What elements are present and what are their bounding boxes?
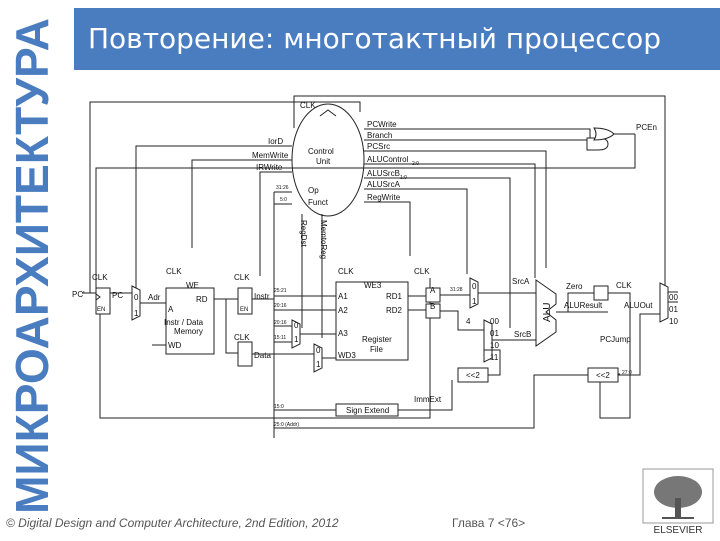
- clk-control: CLK: [300, 101, 316, 110]
- iord-mux-1: 1: [134, 309, 139, 318]
- four-label: 4: [466, 317, 471, 326]
- clk-pc: CLK: [92, 273, 108, 282]
- funct-label: Funct: [308, 198, 329, 207]
- footer-credit: © Digital Design and Computer Architectu…: [6, 516, 339, 530]
- tree-logo: ELSEVIER: [642, 468, 714, 536]
- pcjump-label: PCJump: [600, 335, 631, 344]
- regfile-wd3: WD3: [338, 351, 356, 360]
- clk-instr: CLK: [234, 273, 250, 282]
- regfile-a3: A3: [338, 329, 348, 338]
- rs-bits: 25:21: [274, 288, 287, 294]
- slide-title: Повторение: многотактный процессор: [74, 8, 720, 70]
- srca-label: SrcA: [512, 277, 530, 286]
- memory-rd: RD: [196, 295, 208, 304]
- logo-text: ELSEVIER: [654, 525, 703, 536]
- data-label: Data: [254, 351, 271, 360]
- irwrite-label: IRWrite: [256, 163, 283, 172]
- op-label: Op: [308, 186, 319, 195]
- instr-label: Instr: [254, 292, 270, 301]
- branch-label: Branch: [367, 131, 392, 140]
- alusrca-label: ALUSrcA: [367, 180, 401, 189]
- alusrca-mux-0: 0: [472, 282, 477, 291]
- imm-bits: 15:0: [274, 404, 284, 410]
- pcsrc-in-01: 01: [669, 305, 678, 314]
- regfile-we3: WE3: [364, 281, 382, 290]
- control-unit-name2: Unit: [316, 157, 331, 166]
- rd-bits: 15:11: [274, 335, 286, 341]
- memtoreg-mux-1: 1: [316, 360, 321, 369]
- alusrcb-label: ALUSrcB: [367, 169, 400, 178]
- memory-a: A: [168, 305, 174, 314]
- regdst-mux-0: 0: [294, 321, 299, 330]
- pcjump-bits: 27:0: [622, 370, 632, 376]
- pcsrc-in-10: 10: [669, 317, 678, 326]
- clk-regfile: CLK: [338, 267, 354, 276]
- regdst-mux-1: 1: [294, 335, 299, 344]
- aluout-label: ALUOut: [624, 301, 653, 310]
- pcen-label: PCEn: [636, 123, 657, 132]
- regfile-name2: File: [370, 345, 383, 354]
- iord-mux-0: 0: [134, 293, 139, 302]
- pc-next-label: PC': [72, 290, 85, 299]
- regfile-name1: Register: [362, 335, 392, 344]
- alu-label: ALU: [542, 303, 553, 322]
- regfile-rd2: RD2: [386, 306, 403, 315]
- memory-name2: Memory: [174, 327, 203, 336]
- memtoreg-label: MemtoReg: [319, 220, 328, 259]
- srca-bits: 31:28: [450, 287, 463, 293]
- clk-ab: CLK: [414, 267, 430, 276]
- srcb-in-00: 00: [490, 317, 499, 326]
- side-title-text: МИКРОАРХИТЕКТУРА: [6, 18, 58, 514]
- srcb-label: SrcB: [514, 330, 531, 339]
- memwrite-label: MemWrite: [252, 151, 289, 160]
- memory-name1: Instr / Data: [164, 318, 204, 327]
- aluresult-label: ALUResult: [564, 301, 603, 310]
- clk-memory: CLK: [166, 267, 182, 276]
- footer: © Digital Design and Computer Architectu…: [0, 508, 720, 540]
- pc-label: PC: [112, 291, 123, 300]
- footer-chapter: Глава 7 <76>: [452, 516, 526, 530]
- multicycle-processor-diagram: CLK Control Unit Op Funct PCWrite Branch…: [60, 88, 692, 448]
- srcb-in-11: 11: [490, 353, 499, 362]
- regfile-a1: A1: [338, 292, 348, 301]
- memtoreg-mux-0: 0: [316, 346, 321, 355]
- rt-bits: 20:16: [274, 303, 287, 309]
- regfile-a2: A2: [338, 306, 348, 315]
- op-bits: 31:26: [276, 185, 289, 191]
- iord-label: IorD: [268, 137, 283, 146]
- pcsrc-label: PCSrc: [367, 142, 390, 151]
- adr-label: Adr: [148, 293, 161, 302]
- en-pc: EN: [97, 307, 105, 313]
- memory-wd: WD: [168, 341, 182, 350]
- zero-flag-label: Zero: [566, 282, 583, 291]
- alusrca-mux-1: 1: [472, 297, 477, 306]
- memory-we: WE: [186, 281, 199, 290]
- regwrite-label: RegWrite: [367, 193, 401, 202]
- clk-aluout: CLK: [616, 281, 632, 290]
- clk-data: CLK: [234, 333, 250, 342]
- srcb-in-01: 01: [490, 329, 499, 338]
- srcb-in-10: 10: [490, 341, 499, 350]
- en-instr: EN: [240, 307, 248, 313]
- shift-immext: <<2: [466, 371, 480, 380]
- immext-label: ImmExt: [414, 395, 442, 404]
- sign-extend-label: Sign Extend: [346, 406, 389, 415]
- funct-bits: 5:0: [280, 197, 287, 203]
- alucontrol-label: ALUControl: [367, 155, 409, 164]
- reg-a-label: A: [430, 286, 436, 295]
- regdst-label: RegDst: [299, 220, 308, 247]
- alucontrol-bits: 2:0: [412, 161, 419, 167]
- shift-jump: <<2: [596, 371, 610, 380]
- rt2-bits: 20:16: [274, 320, 287, 326]
- pcsrc-in-00: 00: [669, 293, 678, 302]
- control-unit-name1: Control: [308, 147, 334, 156]
- side-title: МИКРОАРХИТЕКТУРА: [0, 8, 62, 520]
- regfile-rd1: RD1: [386, 292, 403, 301]
- reg-b-label: B: [430, 302, 435, 311]
- alusrcb-bits: 1:0: [400, 175, 407, 181]
- jaddr-bits: 25:0 (Addr): [274, 422, 299, 428]
- pcwrite-label: PCWrite: [367, 120, 397, 129]
